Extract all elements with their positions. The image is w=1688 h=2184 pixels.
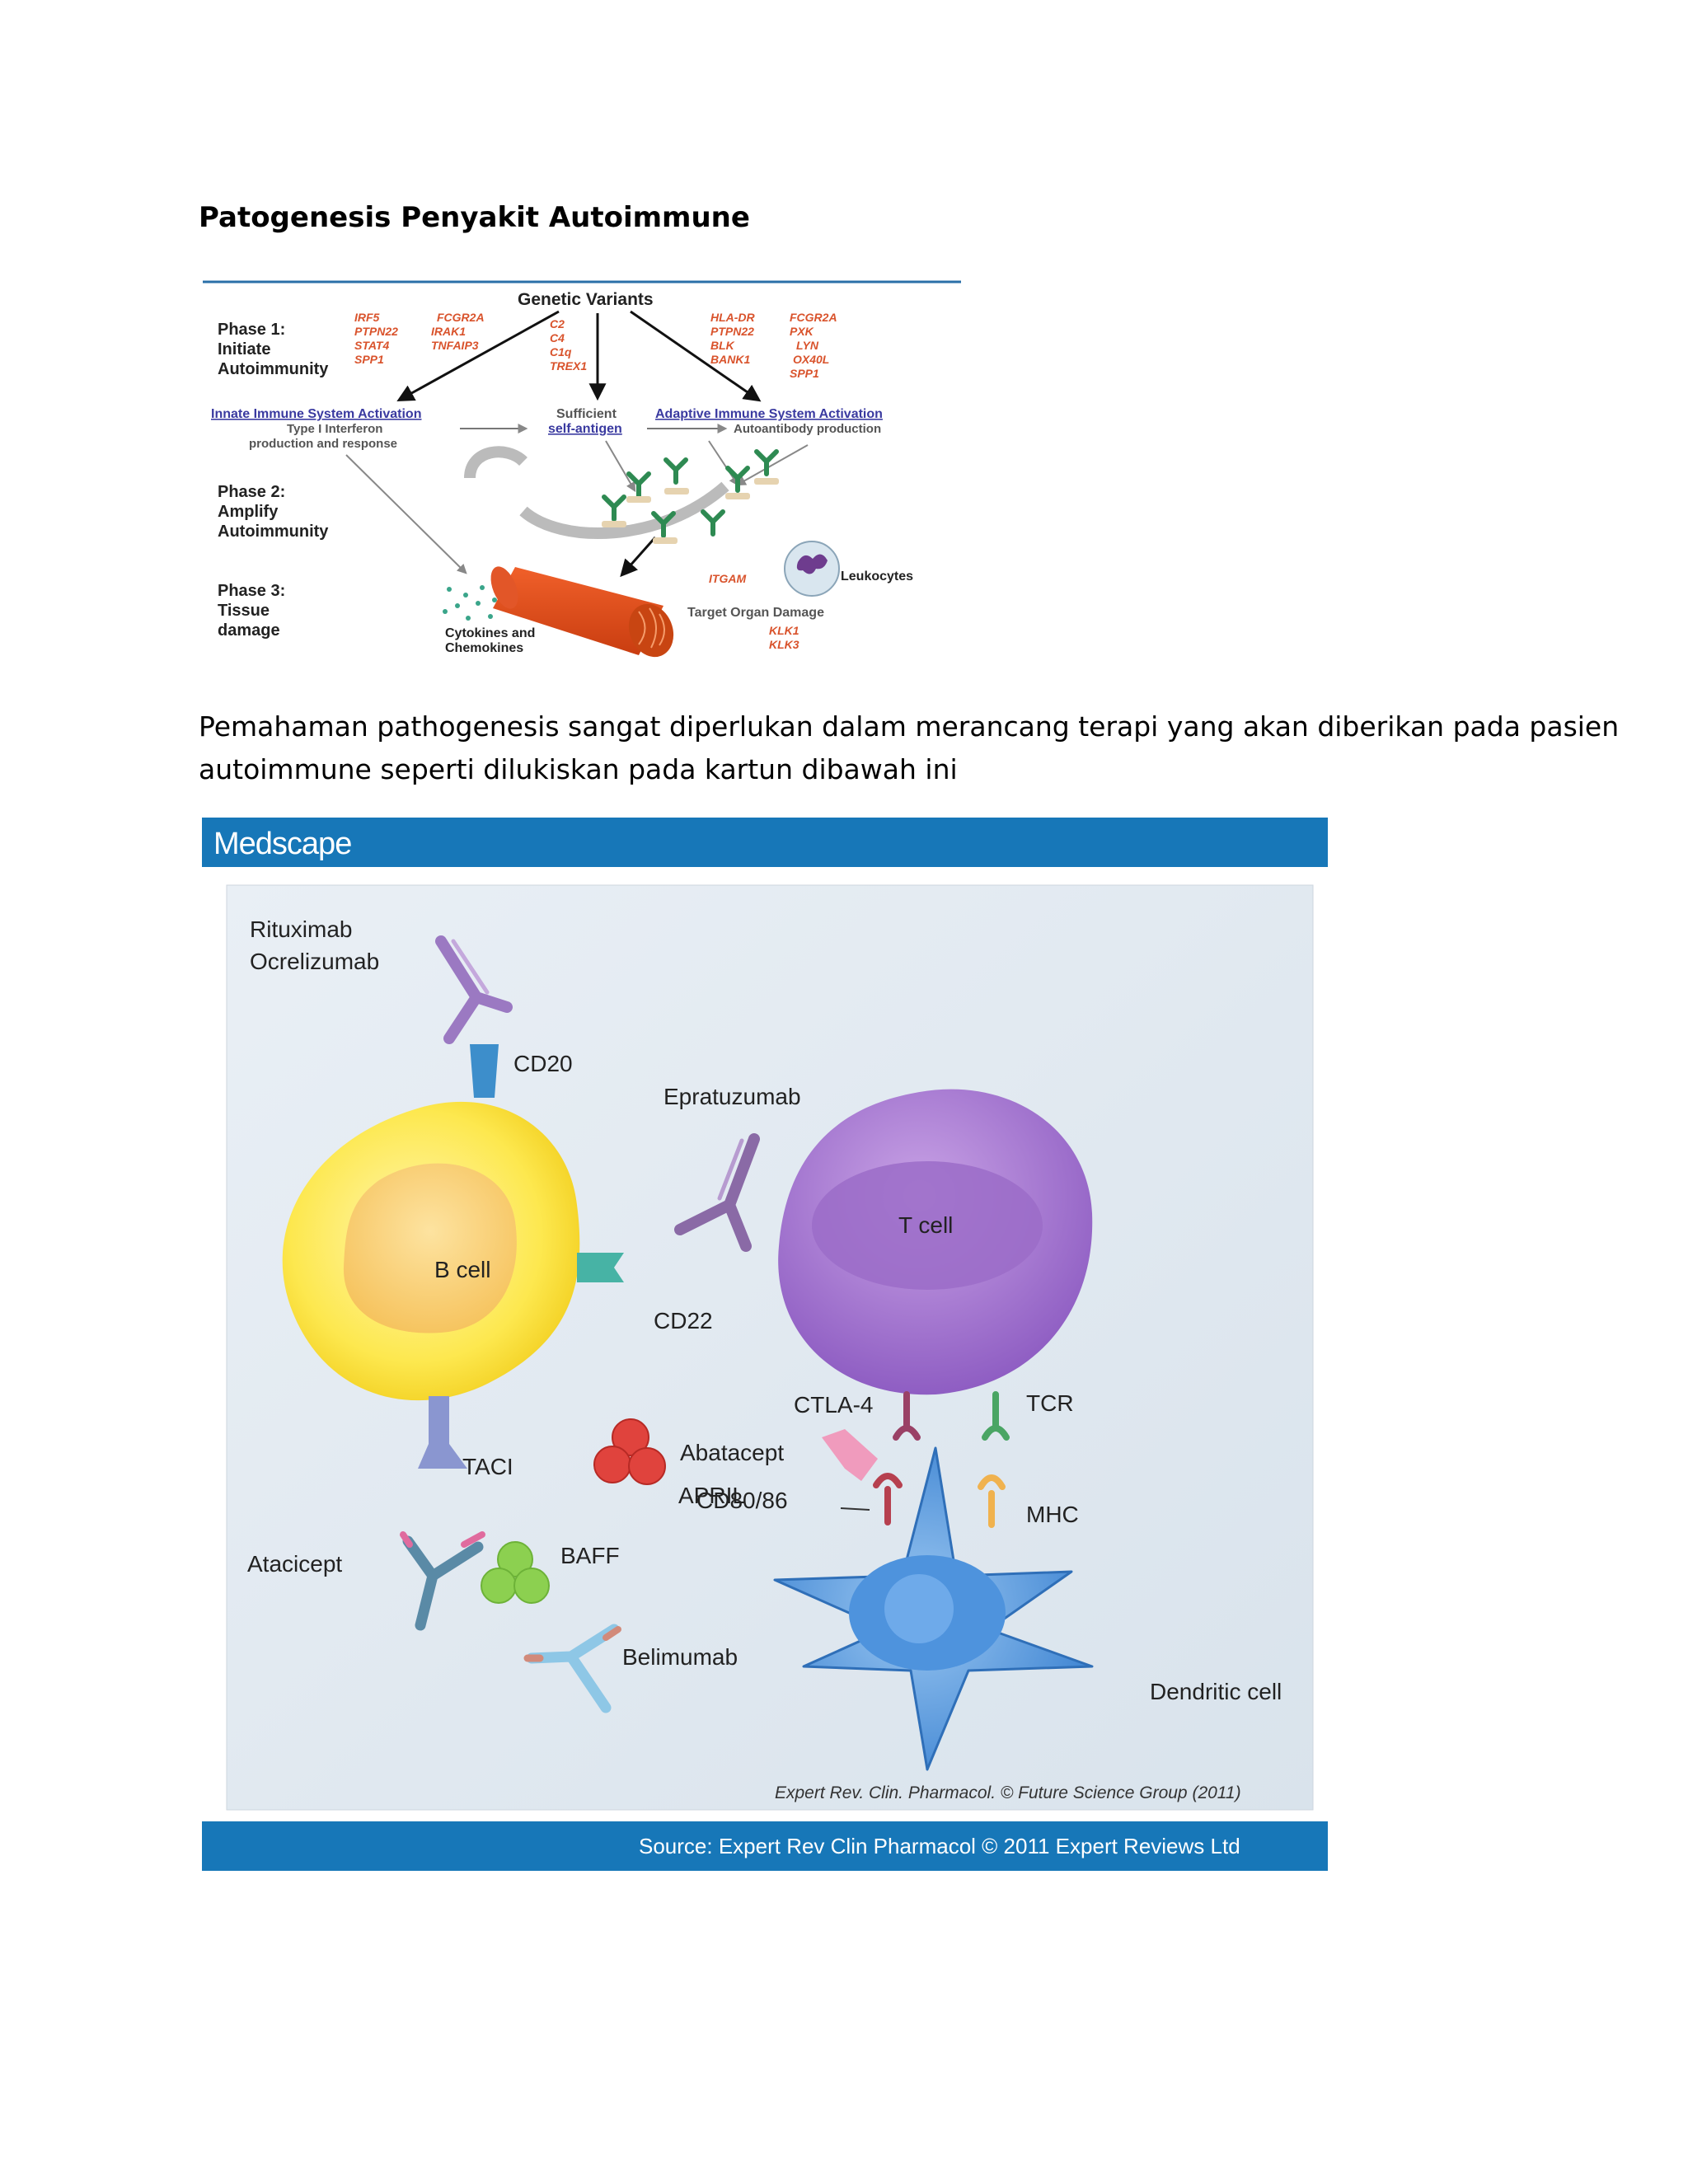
gene-label: C4 xyxy=(550,331,565,344)
atacicept-antibody xyxy=(400,1531,485,1631)
medscape-header-bar xyxy=(202,818,1328,867)
ctla4-label: CTLA-4 xyxy=(794,1392,873,1418)
gene-label: BANK1 xyxy=(710,353,750,366)
klk1-label: KLK1 xyxy=(769,624,799,637)
phase1-line3: Autoimmunity xyxy=(218,360,329,378)
pathogenesis-figure: Genetic Variants Phase 1: Initiate Autoi… xyxy=(203,280,961,658)
gene-label: TREX1 xyxy=(550,359,587,373)
adaptive-title: Adaptive Immune System Activation xyxy=(655,407,883,421)
page-title: Patogenesis Penyakit Autoimmune xyxy=(199,201,750,234)
self-antigen-1: Sufficient xyxy=(556,407,617,421)
innate-sub1: Type I Interferon xyxy=(287,422,382,436)
belimumab-antibody xyxy=(523,1624,621,1713)
rituximab-label: Rituximab xyxy=(250,916,352,942)
gene-label: SPP1 xyxy=(354,353,384,366)
cytokines-label-2: Chemokines xyxy=(445,641,523,655)
gene-label: TNFAIP3 xyxy=(431,339,479,352)
cd22-receptor xyxy=(577,1253,624,1282)
b-cell xyxy=(282,1101,580,1401)
taci-receptor xyxy=(418,1396,467,1469)
source-footer-bar xyxy=(202,1821,1328,1871)
phase1-line2: Initiate xyxy=(218,340,270,359)
belimumab-label: Belimumab xyxy=(622,1644,738,1670)
gene-label: STAT4 xyxy=(354,339,389,352)
innate-sub2: production and response xyxy=(249,437,397,451)
phase3-line3: damage xyxy=(218,621,280,640)
gene-label: SPP1 xyxy=(790,367,819,380)
april-label: APRIL xyxy=(678,1483,745,1508)
dendritic-cell xyxy=(773,1446,1094,1771)
abatacept-molecule xyxy=(822,1429,878,1481)
gene-label: FCGR2A xyxy=(437,311,485,324)
intro-paragraph: Pemahaman pathogenesis sangat diperlukan… xyxy=(199,705,1620,791)
tcr-label: TCR xyxy=(1026,1390,1074,1416)
gene-label: LYN xyxy=(796,339,819,352)
gene-label: FCGR2A xyxy=(790,311,837,324)
cytokines-label-1: Cytokines and xyxy=(445,626,535,640)
dendritic-cell-label: Dendritic cell xyxy=(1150,1679,1282,1704)
innate-title: Innate Immune System Activation xyxy=(211,407,421,421)
taci-label: TACI xyxy=(462,1454,513,1479)
b-cell-label: B cell xyxy=(434,1257,490,1282)
leukocyte-cell xyxy=(784,541,840,597)
journal-credit: Expert Rev. Clin. Pharmacol. © Future Sc… xyxy=(775,1783,1241,1802)
cd8086-receptor xyxy=(873,1473,903,1526)
abatacept-label: Abatacept xyxy=(680,1440,784,1465)
mhc-receptor xyxy=(978,1474,1006,1528)
phase2-line2: Amplify xyxy=(218,503,279,521)
ocrelizumab-label: Ocrelizumab xyxy=(250,949,379,974)
t-cell xyxy=(778,1089,1093,1395)
phase2-line3: Autoimmunity xyxy=(218,523,329,541)
adaptive-sub: Autoantibody production xyxy=(734,422,881,436)
paragraph-line-1: Pemahaman pathogenesis sangat diperlukan… xyxy=(199,710,1620,743)
target-organ-tube xyxy=(490,566,674,658)
epratuzumab-label: Epratuzumab xyxy=(663,1084,801,1109)
target-organ-label: Target Organ Damage xyxy=(687,606,824,620)
cd20-label: CD20 xyxy=(513,1051,573,1076)
phase3-line2: Tissue xyxy=(218,602,270,620)
gene-label: C1q xyxy=(550,345,572,359)
april-trimer xyxy=(593,1418,666,1485)
leukocytes-label: Leukocytes xyxy=(841,569,913,583)
gene-label: OX40L xyxy=(793,353,829,366)
gene-label: IRF5 xyxy=(354,311,380,324)
gene-label: C2 xyxy=(550,317,565,330)
epratuzumab-antibody xyxy=(674,1133,760,1252)
ctla4-receptor xyxy=(893,1391,921,1441)
phase1-line1: Phase 1: xyxy=(218,321,285,339)
phase2-line1: Phase 2: xyxy=(218,483,285,501)
t-cell-label: T cell xyxy=(898,1212,953,1238)
mhc-label: MHC xyxy=(1026,1502,1079,1527)
cytokine-dots xyxy=(443,585,497,621)
gene-label: HLA-DR xyxy=(710,311,756,324)
cd20-receptor xyxy=(470,1044,499,1098)
cd22-label: CD22 xyxy=(654,1308,713,1333)
klk3-label: KLK3 xyxy=(769,638,799,651)
gene-label: PTPN22 xyxy=(354,325,398,338)
cd8086-label: CD80/86 xyxy=(696,1488,788,1513)
rituximab-antibody xyxy=(435,935,513,1044)
source-label: Source: Expert Rev Clin Pharmacol © 2011… xyxy=(639,1834,1240,1858)
itgam-label: ITGAM xyxy=(709,572,746,585)
gene-label: BLK xyxy=(710,339,735,352)
paragraph-line-2: autoimmune seperti dilukiskan pada kartu… xyxy=(199,753,958,785)
medscape-figure: Medscape B cell CD20 Rituximab Ocrelizum… xyxy=(202,818,1328,1871)
medscape-logo: Medscape xyxy=(213,827,351,861)
phase3-line1: Phase 3: xyxy=(218,582,285,600)
self-antigen-2: self-antigen xyxy=(548,422,622,436)
baff-label: BAFF xyxy=(560,1543,620,1568)
genetic-variants-header: Genetic Variants xyxy=(518,290,654,309)
gene-label: IRAK1 xyxy=(431,325,466,338)
tcr-receptor xyxy=(982,1391,1010,1441)
gene-label: PXK xyxy=(790,325,814,338)
gene-label: PTPN22 xyxy=(710,325,754,338)
baff-trimer xyxy=(481,1541,550,1604)
atacicept-label: Atacicept xyxy=(247,1551,342,1577)
